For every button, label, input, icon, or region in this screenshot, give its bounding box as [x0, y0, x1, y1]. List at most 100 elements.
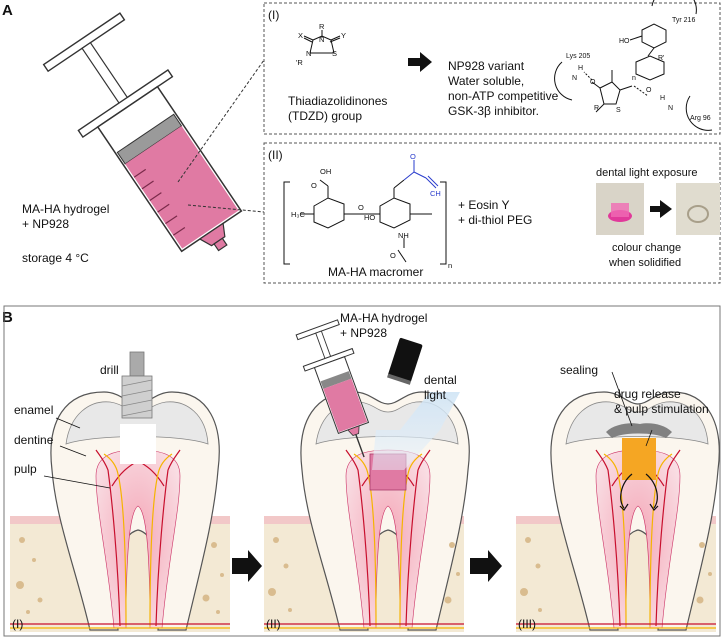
tdzd-s: S [332, 49, 337, 58]
tdzd-structure [303, 30, 341, 54]
drill-label: drill [100, 363, 119, 377]
bind-r: R [594, 105, 599, 112]
np928-desc-1: NP928 variant [448, 59, 525, 73]
step-2-label: (II) [266, 617, 281, 631]
methacrylate-group [403, 160, 439, 189]
light-beam [372, 392, 460, 470]
dental-light-device [387, 337, 423, 385]
photo-before [596, 183, 644, 235]
light-exposure-title: dental light exposure [596, 167, 698, 179]
nerves-step-1 [95, 449, 181, 627]
base-vessels [10, 623, 716, 629]
step-arrow-1 [232, 550, 262, 582]
macromer-label: MA-HA macromer [328, 265, 423, 279]
tooth-step-1 [50, 391, 220, 631]
bone-dots [16, 537, 712, 614]
bind-n1: N [572, 75, 577, 82]
box1-roman: (I) [268, 8, 279, 22]
leader-line-2 [187, 204, 265, 213]
sealing-layer [606, 423, 672, 438]
box1-arrow [408, 52, 432, 72]
tdzd-label-1: Thiadiazolidinones [288, 94, 387, 108]
bind-n2: N [668, 105, 673, 112]
colour-change-2: when solidified [608, 257, 681, 269]
box2-roman: (II) [268, 148, 283, 162]
residue-tyr: Tyr 216 [672, 17, 695, 24]
enamel-leader [55, 417, 81, 429]
chem-oh: OH [320, 167, 331, 176]
dentine-label: dentine [14, 433, 54, 447]
np928-desc-2: Water soluble, [448, 74, 524, 88]
tdzd-r2: 'R [296, 58, 303, 67]
bind-n-sub: n [632, 75, 636, 82]
macromer-structure [283, 179, 447, 265]
chem-n: n [448, 261, 452, 270]
hydrogel-label-1: MA-HA hydrogel [340, 311, 427, 325]
dental-light-label-1: dental [424, 373, 457, 387]
enamel-label: enamel [14, 403, 53, 417]
chem-o2: O [390, 251, 396, 260]
syringe-large [42, 12, 243, 253]
dental-light-label-2: light [424, 388, 447, 402]
tdzd-r: R [319, 22, 325, 31]
step-arrow-2 [470, 550, 502, 582]
additive-peg: + di-thiol PEG [458, 213, 532, 227]
syringe-small [295, 319, 370, 458]
bind-h1: H [578, 65, 583, 72]
pulp-leader [43, 475, 111, 489]
tdzd-n-bottom: N [306, 49, 311, 58]
chem-nh: NH [398, 231, 409, 240]
release-label-1: drug release [614, 387, 681, 401]
colour-change-1: colour change [612, 242, 681, 254]
photo-after [676, 183, 720, 235]
bind-o2: O [646, 87, 652, 94]
panel-b-letter: B [2, 309, 13, 326]
storage-label: storage 4 °C [22, 251, 89, 265]
residue-arg: Arg 96 [690, 115, 711, 122]
tdzd-x: X [298, 31, 303, 40]
residue-lys: Lys 205 [566, 53, 590, 60]
chem-ch2: CH [430, 189, 441, 198]
bind-o1: O [590, 79, 596, 86]
np928-desc-4: GSK-3β inhibitor. [448, 104, 539, 118]
cavity-step-1 [120, 424, 156, 464]
hydrogel-label-2: + NP928 [340, 326, 387, 340]
photo-arrow [650, 200, 672, 218]
drill [121, 351, 153, 419]
np928-desc-3: non-ATP competitive [448, 89, 559, 103]
binding-pocket [554, 0, 713, 131]
syringe-label-2: + NP928 [22, 217, 69, 231]
dentine-leader [59, 445, 87, 457]
bind-s: S [616, 107, 621, 114]
tdzd-label-2: (TDZD) group [288, 109, 362, 123]
bind-h2: H [660, 95, 665, 102]
chem-methyl: H₃C [291, 210, 305, 219]
sealing-label: sealing [560, 363, 598, 377]
step-1-label: (I) [12, 617, 23, 631]
release-arrows [619, 473, 659, 511]
chem-o1: O [311, 181, 317, 190]
pulp-label: pulp [14, 462, 37, 476]
chem-ho: HO [364, 213, 375, 222]
syringe-label-1: MA-HA hydrogel [22, 202, 109, 216]
release-label-2: & pulp stimulation [614, 402, 709, 416]
chem-o-bridge: O [358, 203, 364, 212]
additive-eosin: + Eosin Y [458, 198, 509, 212]
panel-a-letter: A [2, 2, 13, 19]
release-leader [645, 429, 653, 447]
chem-o-blue: O [410, 152, 416, 161]
tdzd-n-top: N [319, 35, 324, 44]
tooth-step-3 [550, 391, 720, 631]
bind-rp: R' [658, 55, 664, 62]
syringe-fluid [125, 125, 239, 249]
bind-ho: HO [619, 38, 630, 45]
leader-line-1 [177, 59, 265, 183]
drug-release-fill [622, 438, 656, 480]
sealing-leader [611, 371, 633, 427]
box-tdzd [263, 2, 721, 135]
step-3-label: (III) [518, 617, 536, 631]
tdzd-y: Y [341, 31, 346, 40]
panel-b-frame [3, 305, 721, 637]
